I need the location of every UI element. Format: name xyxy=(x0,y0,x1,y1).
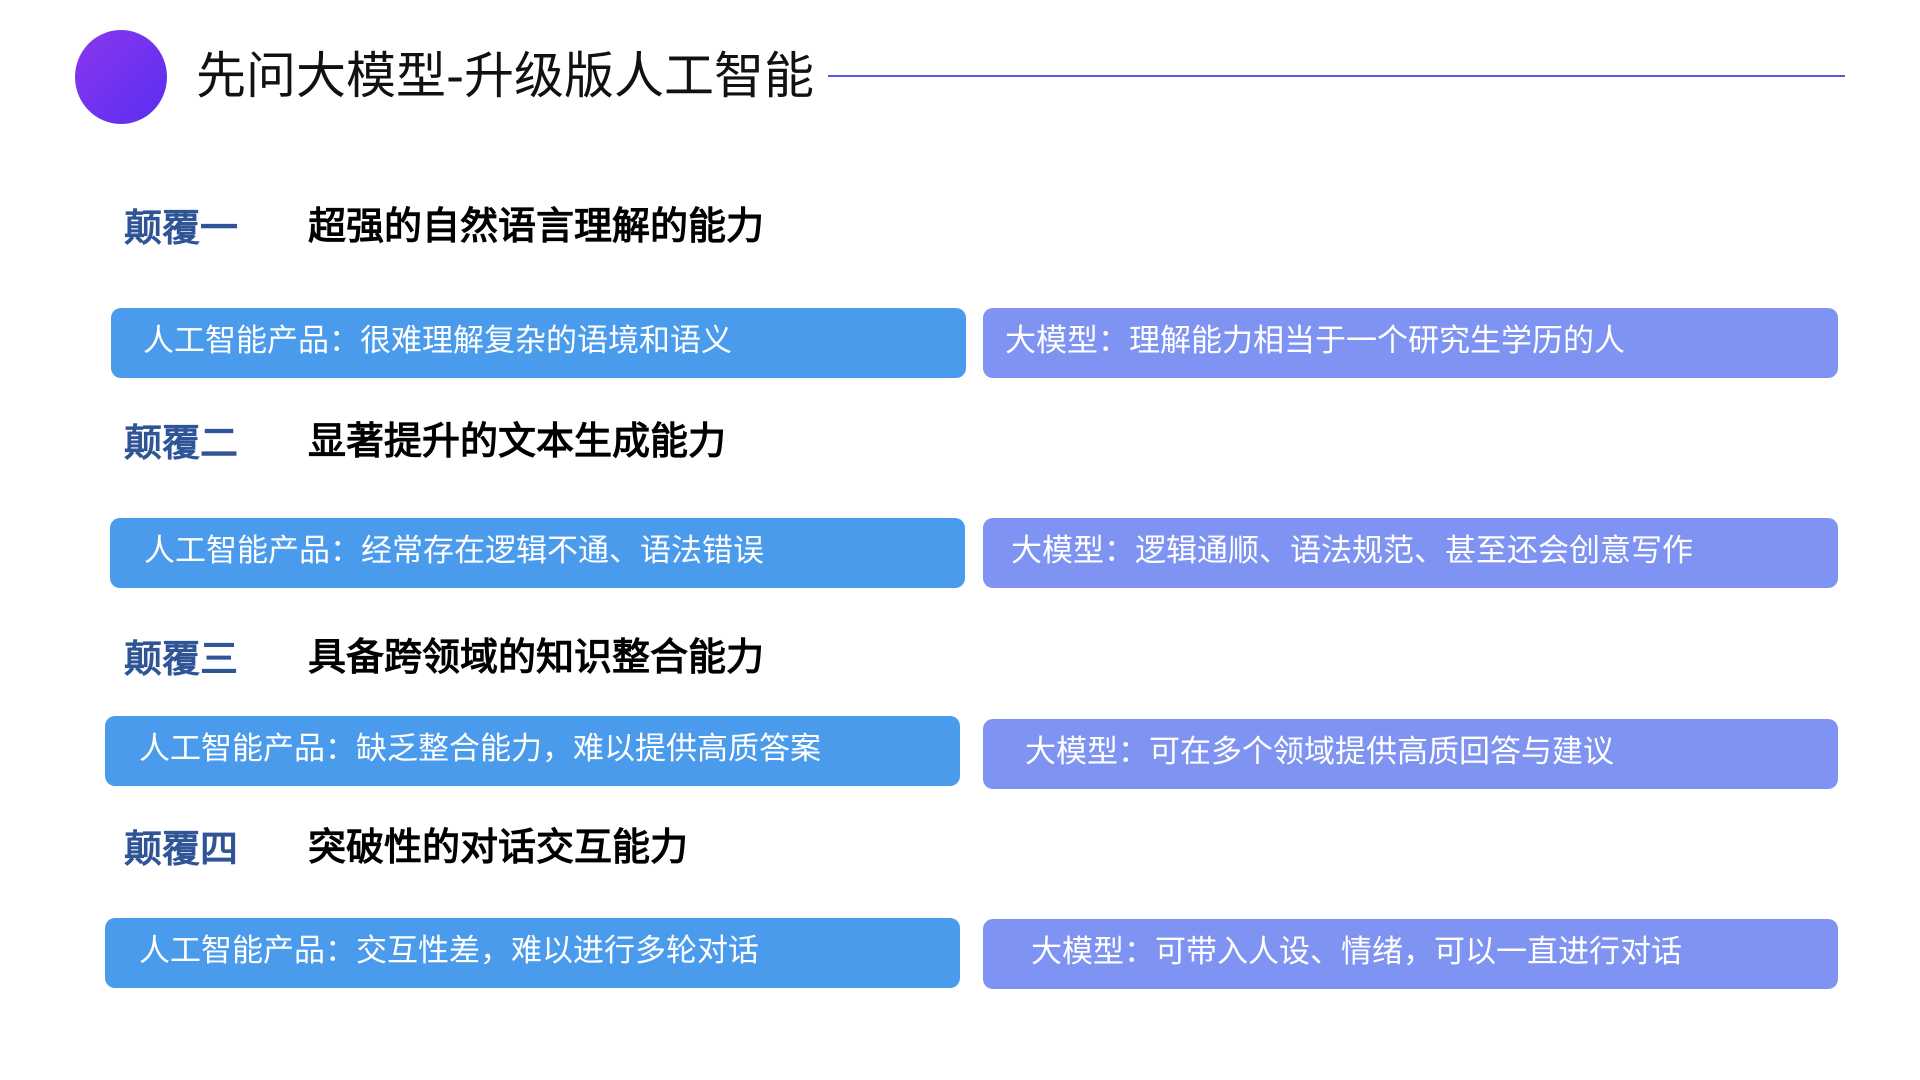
section-heading: 突破性的对话交互能力 xyxy=(308,825,689,869)
large-model-box: 大模型：可在多个领域提供高质回答与建议 xyxy=(983,719,1838,789)
section-label: 颠覆四 xyxy=(124,827,239,871)
large-model-box: 大模型：理解能力相当于一个研究生学历的人 xyxy=(983,308,1838,378)
section-label: 颠覆二 xyxy=(124,421,239,465)
large-model-box: 大模型：逻辑通顺、语法规范、甚至还会创意写作 xyxy=(983,518,1838,588)
section-heading: 显著提升的文本生成能力 xyxy=(308,419,727,463)
ai-product-box: 人工智能产品：缺乏整合能力，难以提供高质答案 xyxy=(105,716,960,786)
page-title: 先问大模型-升级版人工智能 xyxy=(196,47,815,105)
ai-product-box: 人工智能产品：很难理解复杂的语境和语义 xyxy=(111,308,966,378)
section-heading: 具备跨领域的知识整合能力 xyxy=(308,635,765,679)
title-circle-icon xyxy=(75,30,167,124)
section-label: 颠覆三 xyxy=(124,637,239,681)
section-heading: 超强的自然语言理解的能力 xyxy=(308,204,765,248)
ai-product-box: 人工智能产品：交互性差，难以进行多轮对话 xyxy=(105,918,960,988)
section-label: 颠覆一 xyxy=(124,206,239,250)
ai-product-box: 人工智能产品：经常存在逻辑不通、语法错误 xyxy=(110,518,965,588)
large-model-box: 大模型：可带入人设、情绪，可以一直进行对话 xyxy=(983,919,1838,989)
title-divider xyxy=(828,75,1845,77)
